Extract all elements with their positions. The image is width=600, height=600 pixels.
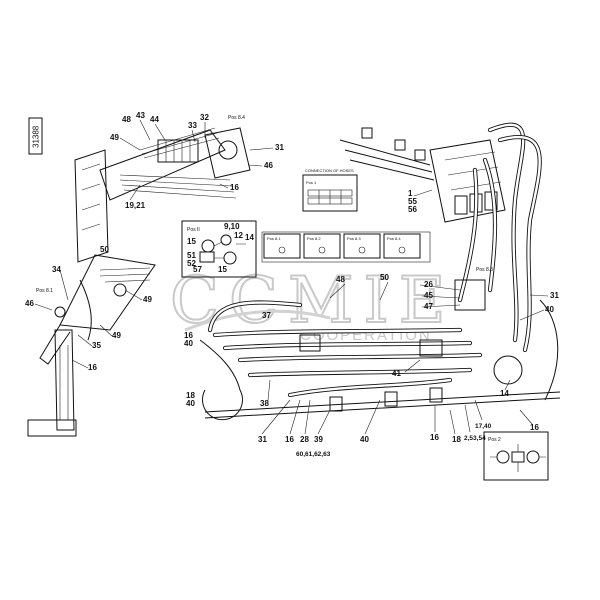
pos-box-1: Pos 8.1 bbox=[267, 236, 281, 241]
callout-38: 38 bbox=[260, 399, 269, 408]
leader-lines bbox=[34, 119, 549, 435]
callout-17-40: 17,40 bbox=[475, 423, 492, 430]
pos-mark-84: Pos 8.4 bbox=[228, 115, 245, 121]
drawing-id: 31388 bbox=[32, 125, 41, 148]
callout-18: 18 bbox=[452, 435, 461, 444]
callout-57: 57 bbox=[193, 265, 202, 274]
callout-49a: 49 bbox=[110, 133, 119, 142]
connection-table-title: CONNECTION OF HOSES bbox=[305, 168, 354, 173]
pos-box-4: Pos 8.4 bbox=[387, 236, 401, 241]
callout-15: 15 bbox=[187, 237, 196, 246]
callout-43: 43 bbox=[136, 111, 145, 120]
callout-45: 45 bbox=[424, 291, 433, 300]
hose-bundle-lower bbox=[199, 300, 561, 421]
drawing-id-box: 31388 bbox=[28, 117, 43, 155]
callout-40a: 40 bbox=[545, 305, 554, 314]
callout-48b: 48 bbox=[336, 275, 345, 284]
callout-41: 41 bbox=[392, 369, 401, 378]
callout-46b: 46 bbox=[25, 299, 34, 308]
pos-8-boxes: Pos 8.1 Pos 8.2 Pos 8.3 Pos 8.4 bbox=[261, 231, 431, 263]
callout-40b: 40 bbox=[360, 435, 369, 444]
callout-labels: 48 43 44 49 32 33 Pos 8.4 31 46 16 19,21… bbox=[25, 111, 559, 458]
callout-37: 37 bbox=[262, 311, 271, 320]
callout-50b: 50 bbox=[380, 273, 389, 282]
callout-48: 48 bbox=[122, 115, 131, 124]
hose-bundle-right bbox=[454, 122, 559, 401]
callout-32: 32 bbox=[200, 113, 209, 122]
boom-assembly bbox=[27, 127, 251, 437]
callout-35: 35 bbox=[92, 341, 101, 350]
pos-2-label: Pos 2 bbox=[488, 437, 501, 443]
callout-16b: 16 bbox=[88, 363, 97, 372]
control-valve bbox=[339, 127, 506, 223]
callout-16c: 16 bbox=[285, 435, 294, 444]
pos-mark-81: Pos 8.1 bbox=[36, 288, 53, 294]
callout-60-63: 60,61,62,63 bbox=[296, 451, 331, 458]
watermark-main: CCMIE bbox=[170, 264, 455, 338]
callout-15b: 15 bbox=[218, 265, 227, 274]
pos-ii-label: Pos II bbox=[187, 227, 200, 233]
callout-46a: 46 bbox=[264, 161, 273, 170]
callout-2-53-54: 2,53,54 bbox=[464, 435, 486, 442]
pos-box-2: Pos 8.2 bbox=[307, 236, 321, 241]
callout-28: 28 bbox=[300, 435, 309, 444]
callout-49c: 49 bbox=[112, 331, 121, 340]
callout-39: 39 bbox=[314, 435, 323, 444]
callout-33: 33 bbox=[188, 121, 197, 130]
callout-31c: 31 bbox=[258, 435, 267, 444]
callout-12: 12 bbox=[234, 231, 243, 240]
callout-34: 34 bbox=[52, 265, 61, 274]
callout-31b: 31 bbox=[550, 291, 559, 300]
connection-table-pos: Pos 1 bbox=[306, 180, 317, 185]
pos-mark-83: Pos 8.3 bbox=[476, 267, 493, 273]
callout-31a: 31 bbox=[275, 143, 284, 152]
callout-26: 26 bbox=[424, 280, 433, 289]
callout-14b: 14 bbox=[500, 389, 509, 398]
pos-ii-inset: Pos II bbox=[181, 220, 257, 278]
pos-box-3: Pos 8.3 bbox=[347, 236, 361, 241]
connection-table: CONNECTION OF HOSES Pos 1 bbox=[302, 168, 358, 212]
callout-9-10: 9,10 bbox=[224, 222, 240, 231]
callout-14: 14 bbox=[245, 233, 254, 242]
callout-44: 44 bbox=[150, 115, 159, 124]
callout-16a: 16 bbox=[230, 183, 239, 192]
callout-16d: 16 bbox=[430, 433, 439, 442]
callout-50a: 50 bbox=[100, 245, 109, 254]
callout-19-21: 19,21 bbox=[125, 201, 146, 210]
callout-49b: 49 bbox=[143, 295, 152, 304]
pos-2-inset: Pos 2 bbox=[483, 431, 549, 481]
callout-16e: 16 bbox=[530, 423, 539, 432]
